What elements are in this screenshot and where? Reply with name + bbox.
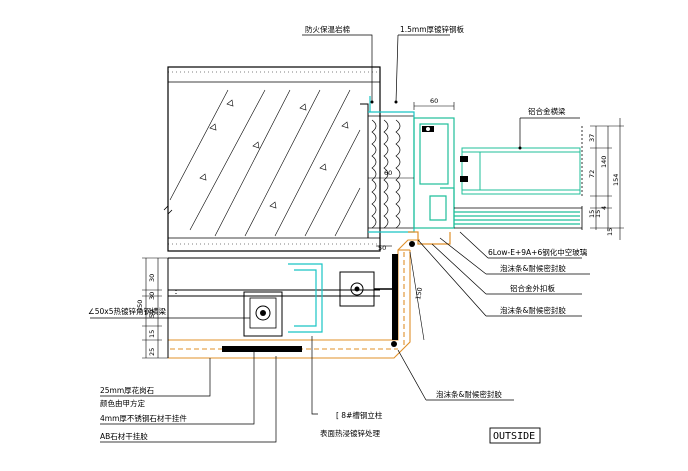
label-galv-steel-plate: 1.5mm厚镀锌钢板	[400, 24, 465, 34]
glass-panel	[454, 126, 583, 230]
dim-15b: 15	[594, 210, 602, 218]
slab-notch	[360, 103, 369, 238]
label-channel-steel: [ 8#槽钢立柱	[336, 410, 383, 420]
label-angle-steel: ∠50x5热镀锌角钢横梁	[88, 306, 166, 316]
label-foam-sealant-1: 泡沫条&耐候密封胶	[500, 263, 566, 273]
dim-50b: 50	[148, 310, 156, 318]
label-granite: 25mm厚花岗石	[100, 385, 155, 395]
label-glass: 6Low-E+9A+6钢化中空玻璃	[488, 247, 588, 257]
aluminum-crossbar	[461, 147, 581, 195]
label-fire-insulation: 防火保温岩棉	[305, 24, 350, 34]
dim-25: 25	[148, 348, 156, 356]
channel-steel-post	[288, 263, 323, 333]
label-alu-crossbar: 铝合金横梁	[528, 106, 566, 116]
label-hot-dip: 表面热浸镀锌处理	[320, 428, 380, 438]
outside-marker: OUTSIDE	[489, 427, 541, 444]
label-ab-glue: AB石材干挂胶	[100, 431, 148, 441]
dim-60-top: 60	[430, 97, 438, 105]
bolt-icon	[422, 126, 468, 182]
dim-15d: 15	[148, 330, 156, 338]
outside-label: OUTSIDE	[493, 431, 535, 442]
dim-72: 72	[588, 170, 596, 178]
dim-60-mid: 60	[384, 169, 392, 177]
dim-140: 140	[600, 156, 608, 168]
dim-150-diag: 150	[414, 287, 424, 301]
angle-steel-frame	[167, 257, 380, 358]
label-alu-cover: 铝合金外扣板	[510, 283, 555, 293]
label-stainless-hanger: 4mm厚不锈钢石材干挂件	[100, 413, 187, 423]
dim-154: 154	[612, 174, 620, 186]
dim-15c: 15	[606, 228, 614, 236]
dim-37: 37	[588, 134, 596, 142]
label-foam-sealant-3: 泡沫条&耐候密封胶	[436, 389, 502, 399]
aluminum-profile	[413, 117, 580, 229]
leader-marks	[370, 100, 522, 150]
stainless-hanger-icon	[243, 271, 392, 337]
galvanized-steel-plate	[368, 96, 415, 233]
label-foam-sealant-2: 泡沫条&耐候密封胶	[500, 305, 566, 315]
leader-lines	[90, 34, 590, 443]
concrete-slab	[163, 66, 381, 252]
dim-30a: 30	[148, 274, 156, 282]
dim-150: 150	[136, 300, 144, 312]
label-granite-color: 颜色由甲方定	[100, 398, 145, 408]
sealant	[222, 241, 415, 352]
dim-15a: 15	[588, 210, 596, 218]
dim-50: 50	[378, 244, 386, 252]
dimension-lines	[142, 102, 624, 359]
dim-30b: 30	[148, 292, 156, 300]
dim-4: 4	[600, 206, 608, 210]
aluminum-cover-plate	[408, 231, 451, 245]
